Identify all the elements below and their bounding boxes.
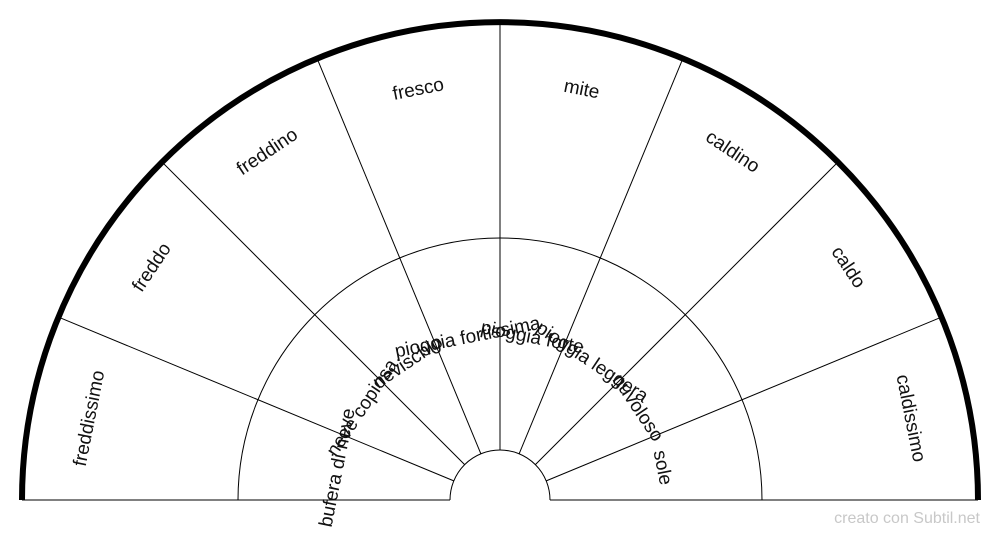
outer-ring-label: mite bbox=[562, 76, 601, 104]
outer-ring-label: freddissimo bbox=[70, 369, 110, 468]
outer-ring-label: caldo bbox=[827, 243, 870, 292]
outer-ring-label: freddo bbox=[128, 239, 175, 295]
outer-ring-label: caldissimo bbox=[891, 373, 929, 464]
credit-text: creato con Subtil.net bbox=[834, 510, 980, 527]
outer-ring-label: freddino bbox=[233, 124, 302, 180]
sector-divider bbox=[546, 316, 942, 482]
outer-arc bbox=[19, 19, 981, 501]
dial-grid bbox=[19, 19, 981, 501]
inner-ring-label: sole bbox=[649, 449, 676, 487]
outer-ring-label: fresco bbox=[391, 74, 446, 105]
sector-divider bbox=[518, 58, 684, 454]
sector-divider bbox=[316, 58, 482, 454]
sector-divider bbox=[58, 316, 454, 482]
hub-arc bbox=[449, 449, 551, 501]
sector-divider bbox=[535, 161, 839, 465]
outer-ring-label: caldino bbox=[702, 127, 764, 178]
sector-divider bbox=[161, 161, 465, 465]
